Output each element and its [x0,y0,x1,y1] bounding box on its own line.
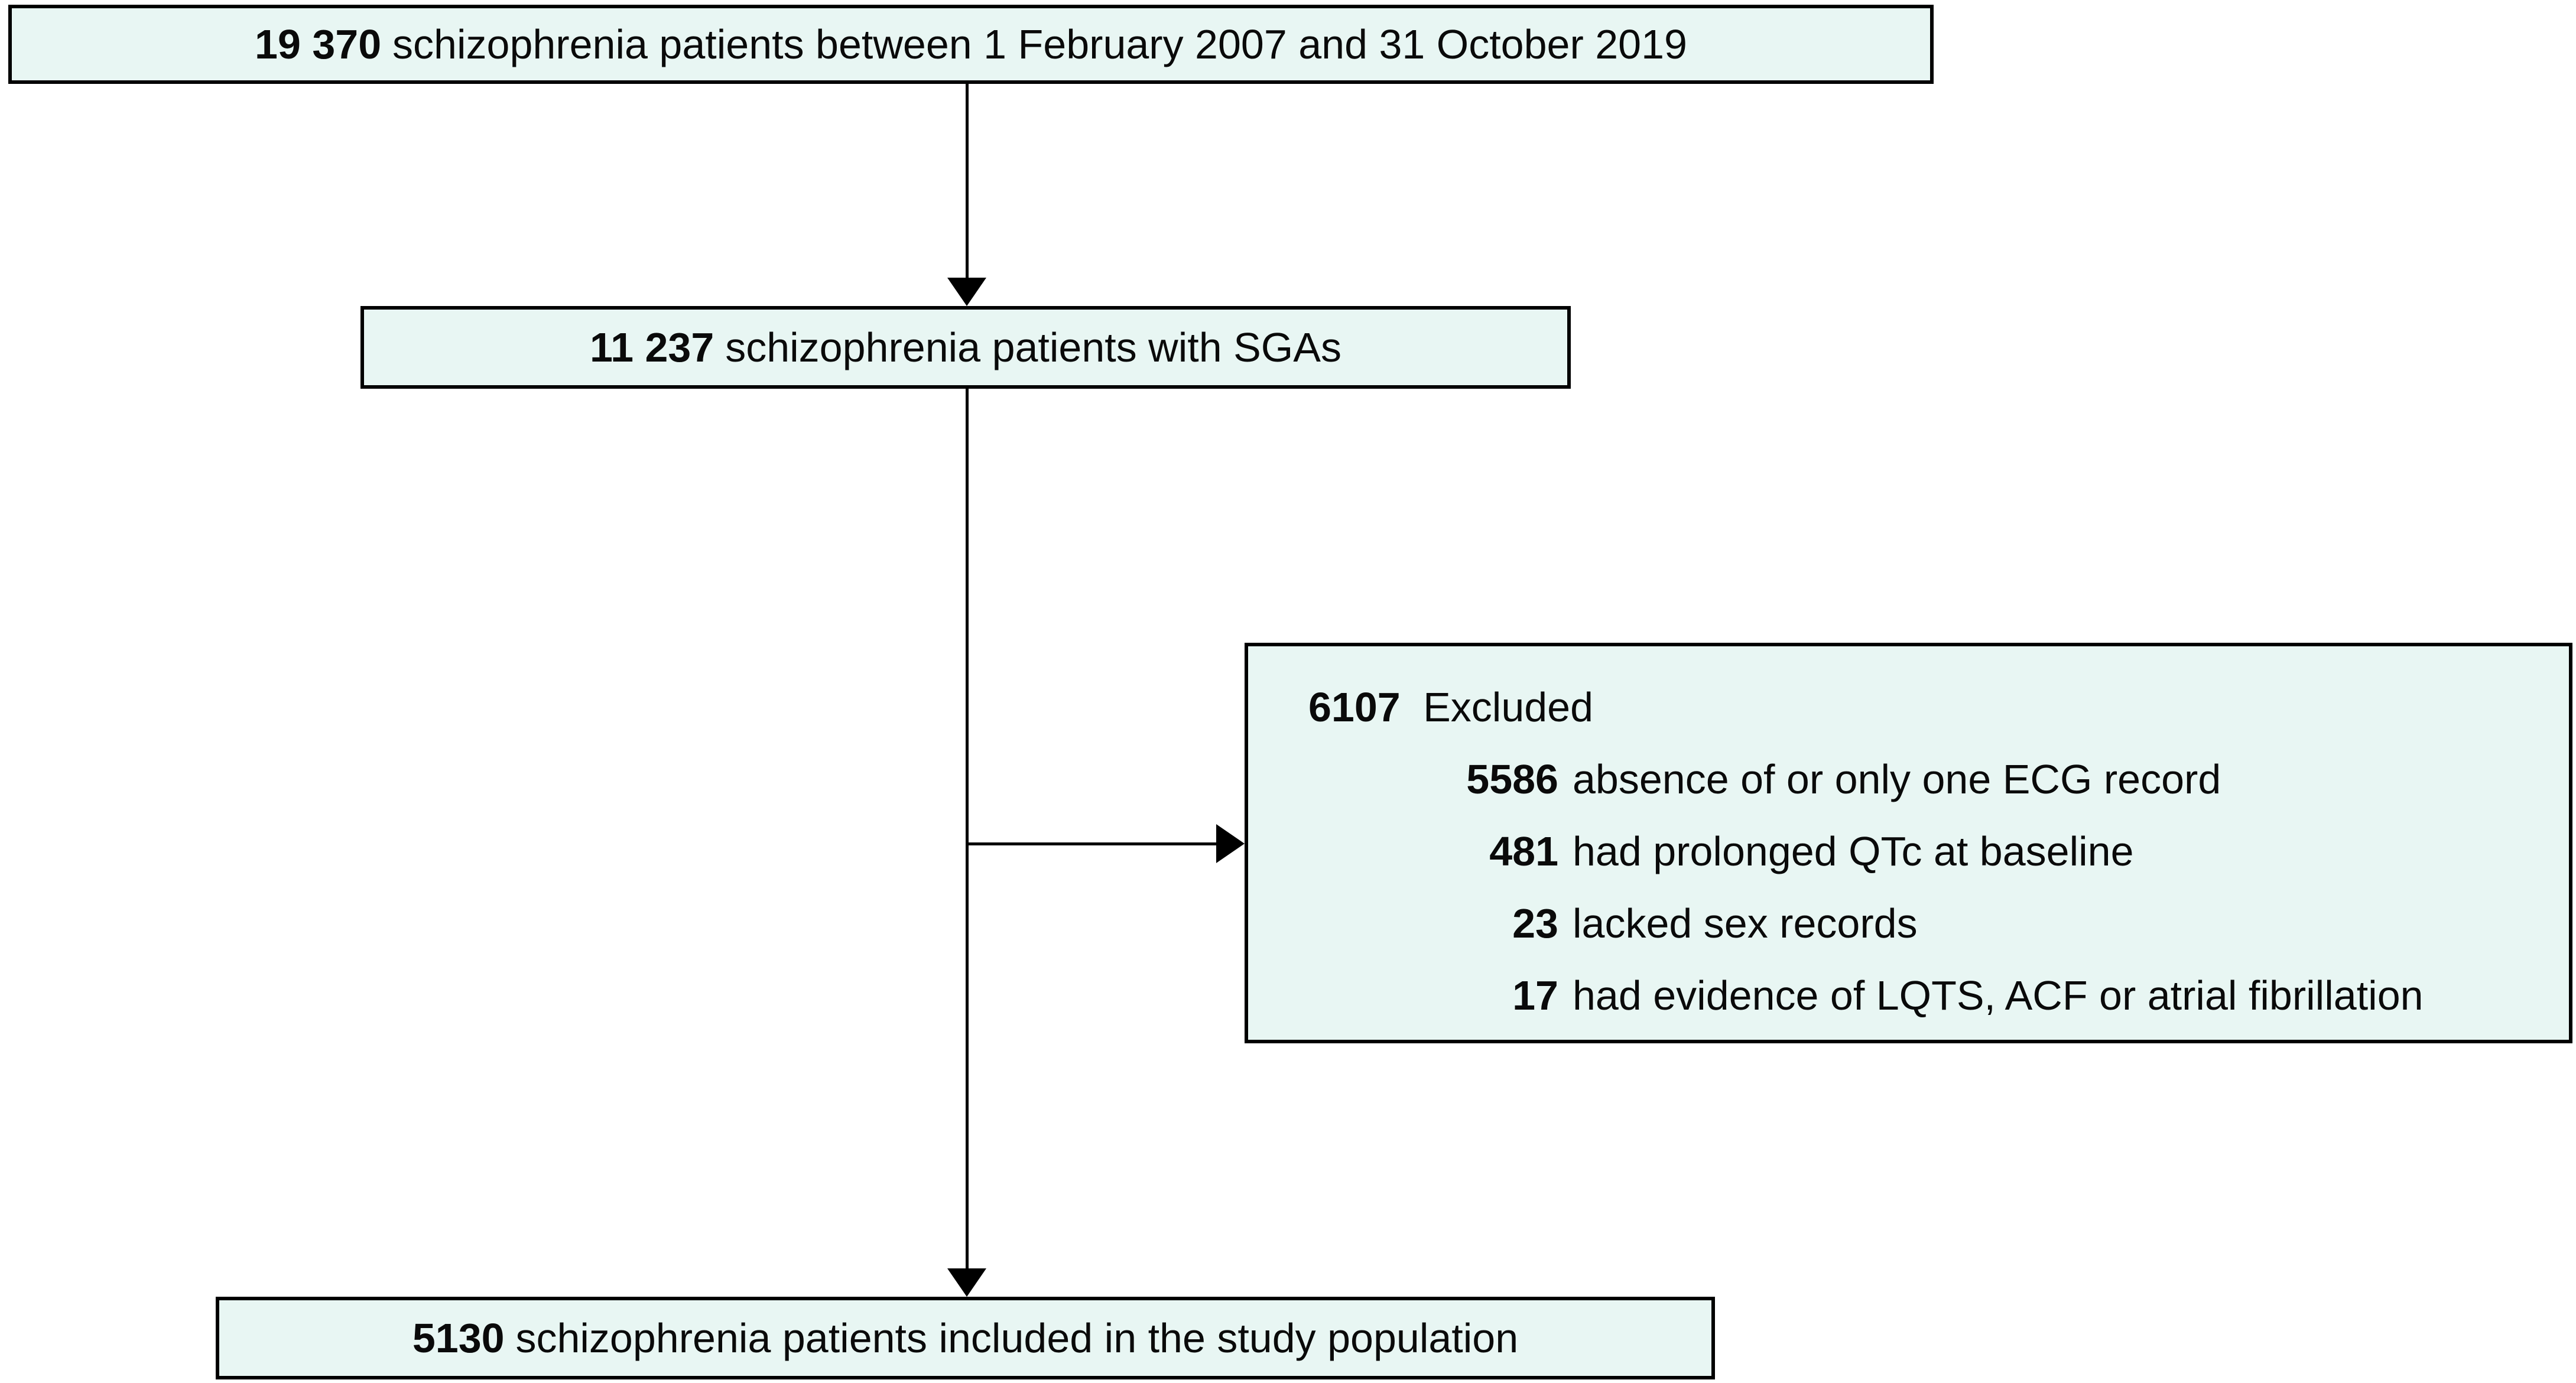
study-population-label: schizophrenia patients included in the s… [515,1315,1519,1361]
excluded-header: 6107 Excluded [1248,671,2569,743]
excluded-count: 6107 [1308,684,1401,730]
arrow-branch-to-excluded-line [967,842,1216,845]
flow-box-sga-patients: 11 237 schizophrenia patients with SGAs [360,306,1571,389]
arrow-top-to-sga-head-icon [947,278,986,306]
arrow-branch-to-excluded-head-icon [1216,824,1245,863]
excluded-item: 5586 absence of or only one ECG record [1248,743,2569,815]
excluded-item-label: absence of or only one ECG record [1573,756,2221,802]
excluded-item-label: had evidence of LQTS, ACF or atrial fibr… [1573,972,2424,1018]
flow-box-study-population: 5130 schizophrenia patients included in … [216,1297,1715,1379]
excluded-item: 23 lacked sex records [1248,887,2569,959]
total-patients-count: 19 370 [255,21,382,67]
arrow-top-to-sga-line [966,84,969,279]
excluded-item-count: 5586 [1466,756,1558,802]
total-patients-label: schizophrenia patients between 1 Februar… [392,21,1687,67]
sga-patients-label: schizophrenia patients with SGAs [725,324,1341,370]
excluded-item-count: 17 [1512,972,1558,1018]
flow-box-excluded: 6107 Excluded 5586 absence of or only on… [1245,643,2572,1043]
excluded-item-label: had prolonged QTc at baseline [1573,828,2134,874]
excluded-item-count: 481 [1489,828,1558,874]
study-population-count: 5130 [412,1315,505,1361]
excluded-item-count: 23 [1512,900,1558,946]
excluded-item: 481 had prolonged QTc at baseline [1248,815,2569,887]
flow-box-total-patients: 19 370 schizophrenia patients between 1 … [8,5,1934,84]
arrow-sga-to-final-head-icon [947,1268,986,1297]
sga-patients-count: 11 237 [590,324,714,370]
excluded-label: Excluded [1423,684,1594,730]
excluded-item: 17 had evidence of LQTS, ACF or atrial f… [1248,959,2569,1031]
excluded-item-label: lacked sex records [1573,900,1918,946]
arrow-sga-to-final-line [966,389,969,1269]
